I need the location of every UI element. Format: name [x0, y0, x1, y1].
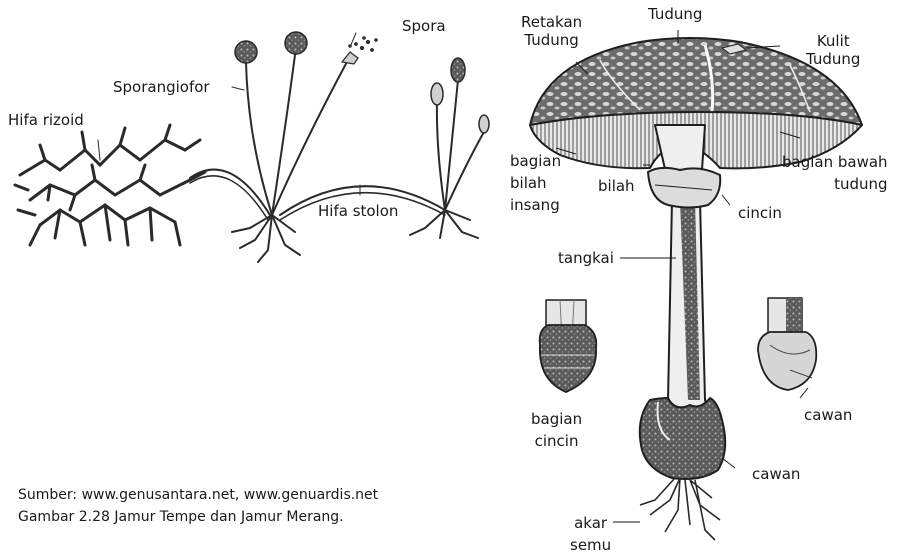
label-retakan-tudung: Retakan Tudung	[521, 13, 582, 49]
label-cincin: cincin	[738, 204, 782, 222]
rhizoid-cluster-right	[410, 210, 478, 238]
label-cawan-volva: cawan	[752, 465, 800, 483]
label-bagian-bawah-tudung: bagian bawah tudung	[782, 151, 888, 195]
rhizoid-cluster-left	[232, 215, 300, 262]
label-cawan-inset: cawan	[804, 406, 852, 424]
label-bilah: bilah	[598, 177, 635, 195]
caption-source: Sumber: www.genusantara.net, www.genuard…	[18, 486, 378, 504]
inset-ring-part	[540, 300, 597, 392]
caption-title: Gambar 2.28 Jamur Tempe dan Jamur Merang…	[18, 508, 344, 526]
rhizoid-network	[15, 125, 205, 245]
sporangiophores-right	[437, 80, 484, 210]
label-bagian-bilah-insang: bagian bilah insang	[510, 150, 561, 216]
spore-burst	[342, 37, 377, 64]
label-bagian-cincin: bagian cincin	[531, 408, 582, 452]
volva	[640, 398, 725, 479]
label-tudung: Tudung	[648, 5, 702, 23]
pseudo-roots	[640, 478, 720, 540]
mushroom-drawing	[530, 30, 862, 540]
inset-volva-part	[758, 298, 816, 390]
label-sporangiofor: Sporangiofor	[113, 78, 210, 96]
sporangium-1	[235, 41, 257, 63]
rhizopus-drawing	[15, 32, 489, 262]
label-hifa-rizoid: Hifa rizoid	[8, 111, 84, 129]
label-spora: Spora	[402, 17, 446, 35]
label-kulit-tudung: Kulit Tudung	[806, 32, 860, 68]
label-akar-semu: akar semu	[570, 512, 611, 556]
label-hifa-stolon: Hifa stolon	[318, 202, 398, 220]
label-tangkai: tangkai	[558, 249, 614, 267]
sporangium-2	[285, 32, 307, 54]
